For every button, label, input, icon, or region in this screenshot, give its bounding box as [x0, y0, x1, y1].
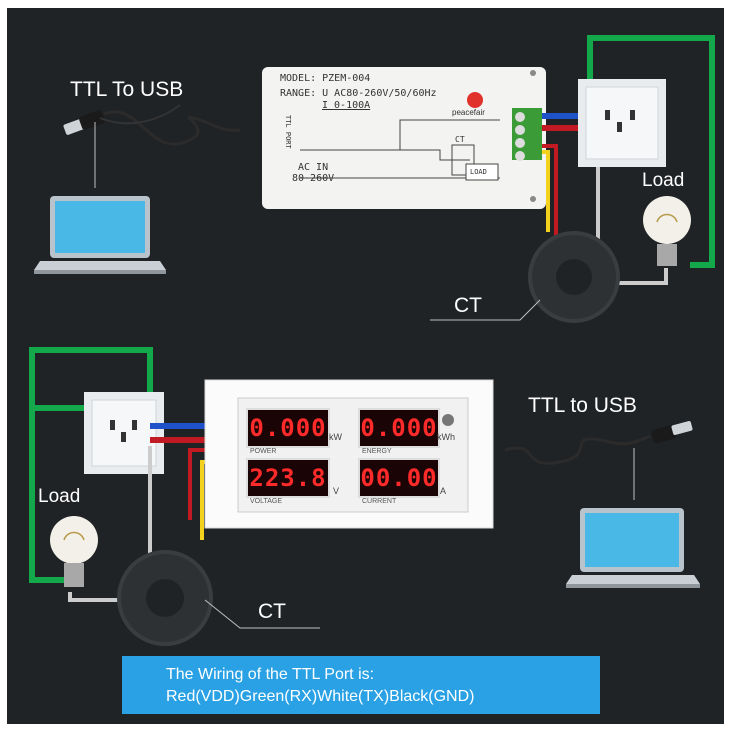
banner-line-1: The Wiring of the TTL Port is:	[166, 666, 375, 683]
usb-cable-icon	[63, 104, 241, 188]
energy-display: 0.000	[358, 408, 440, 448]
brand-logo-icon	[467, 92, 483, 108]
power-display: 0.000	[246, 408, 330, 448]
module-ac-in: AC IN	[298, 162, 329, 173]
power-meter	[204, 379, 494, 529]
ttl-to-usb-label: TTL To USB	[70, 78, 184, 101]
laptop-icon	[566, 508, 700, 588]
module-ttl-port: TTL PORT	[284, 115, 292, 149]
usb-cable-icon	[504, 421, 693, 500]
module-current-range: I 0-100A	[322, 100, 371, 111]
voltage-caption: VOLTAGE	[250, 498, 283, 505]
wall-socket-icon	[578, 79, 666, 167]
energy-unit: kWh	[437, 432, 455, 442]
current-display: 00.00	[358, 458, 440, 498]
ttl-to-usb-label-bottom: TTL to USB	[528, 394, 637, 417]
top-ct-label: CT	[454, 294, 482, 317]
power-caption: POWER	[250, 448, 277, 455]
current-caption: CURRENT	[362, 498, 397, 505]
module-brand: peacefair	[452, 108, 485, 117]
module-ct: CT	[455, 135, 465, 144]
power-unit: kW	[329, 432, 342, 442]
top-load-label: Load	[642, 170, 685, 191]
light-bulb-icon	[643, 196, 691, 266]
ct-coil-icon	[117, 550, 320, 646]
ct-coil-icon	[430, 231, 620, 323]
bottom-ct-label: CT	[258, 600, 286, 623]
bottom-green-wire	[29, 347, 153, 583]
bottom-load-label: Load	[38, 486, 81, 507]
current-unit: A	[440, 486, 447, 496]
module-ac-range: 80-260V	[292, 173, 335, 184]
module-load: LOAD	[470, 168, 487, 176]
wiring-info-banner: The Wiring of the TTL Port is: Red(VDD)G…	[122, 656, 600, 714]
banner-line-2: Red(VDD)Green(RX)White(TX)Black(GND)	[166, 688, 475, 705]
module-model: MODEL: PZEM-004	[280, 73, 371, 84]
pzem-module	[262, 67, 546, 209]
energy-caption: ENERGY	[362, 448, 392, 455]
light-bulb-icon	[50, 516, 98, 587]
voltage-unit: V	[333, 486, 340, 496]
module-range: RANGE: U AC80-260V/50/60Hz	[280, 88, 437, 99]
laptop-icon	[34, 196, 166, 274]
voltage-display: 223.8	[246, 458, 330, 498]
